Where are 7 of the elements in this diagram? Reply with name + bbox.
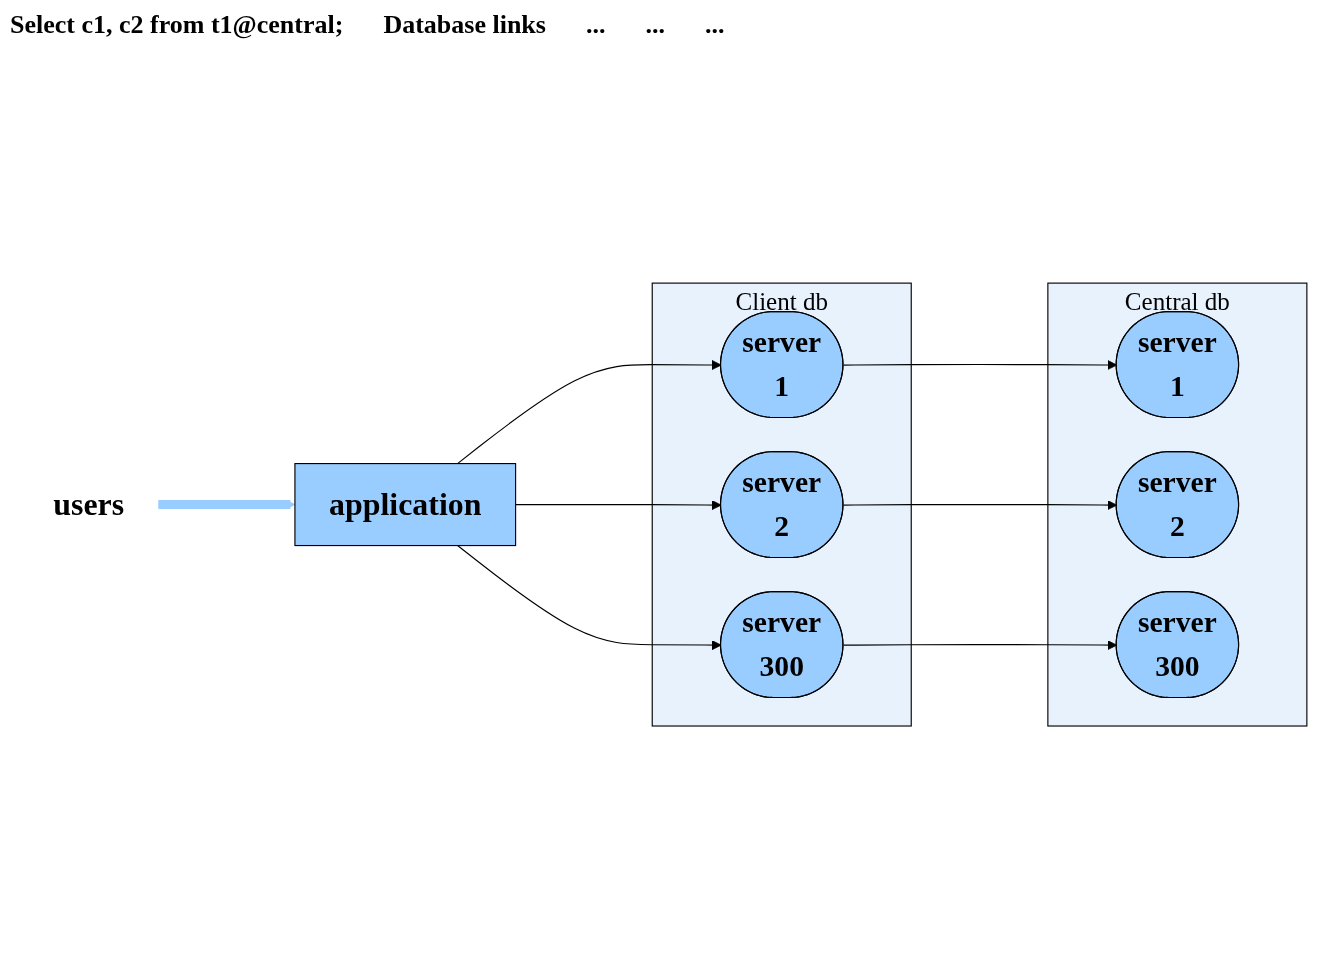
note-text: Select c1, c2 from t1@central; <box>10 10 344 40</box>
node-box: application <box>294 462 517 547</box>
note-text: ... <box>704 10 725 40</box>
node-text: users <box>53 486 125 522</box>
note-text: ... <box>585 10 606 40</box>
note-text: Database links <box>383 10 546 40</box>
note-text: ... <box>645 10 665 40</box>
